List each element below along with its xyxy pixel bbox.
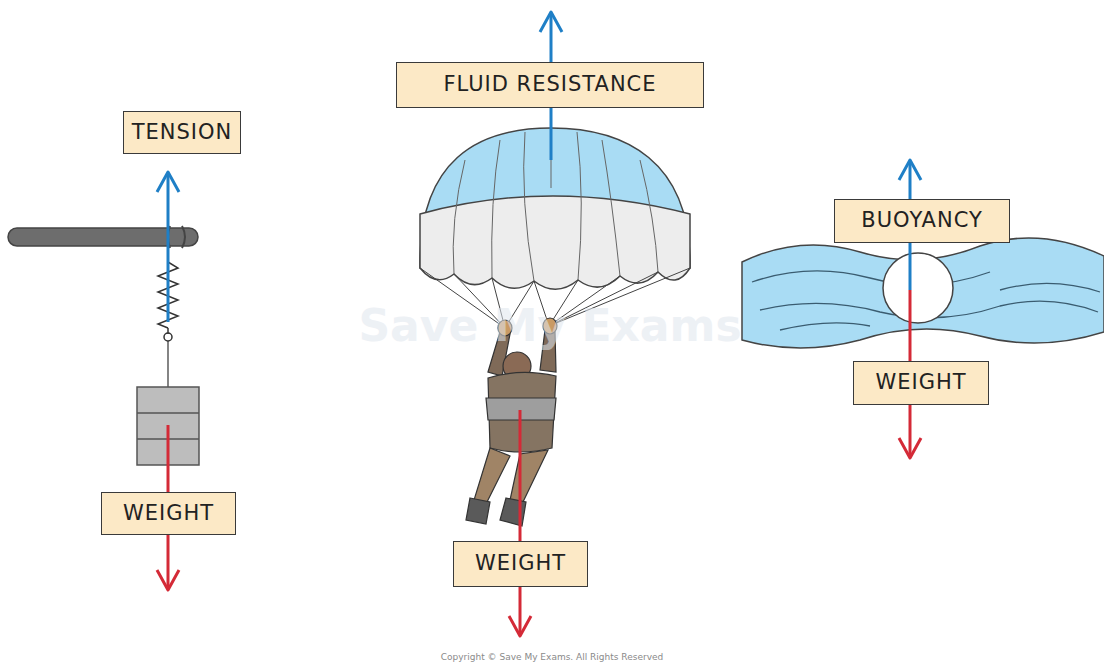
spring-mass (8, 226, 199, 465)
force-label-box: WEIGHT (853, 361, 989, 405)
watermark: Save My Exams (340, 300, 760, 351)
force-label-box: BUOYANCY (834, 199, 1010, 243)
force-label-box: FLUID RESISTANCE (396, 62, 704, 108)
parachute (420, 128, 690, 328)
force-name: FLUID RESISTANCE (443, 73, 656, 96)
force-name: WEIGHT (875, 371, 966, 394)
force-name: WEIGHT (123, 502, 214, 525)
water-ball (742, 238, 1104, 348)
force-name: WEIGHT (475, 552, 566, 575)
force-label-box: WEIGHT (101, 492, 236, 535)
force-label-box: WEIGHT (453, 541, 588, 587)
force-name: TENSION (132, 121, 233, 144)
force-label-box: TENSION (123, 111, 242, 154)
copyright-note: Copyright © Save My Exams. All Rights Re… (352, 652, 752, 662)
force-name: BUOYANCY (861, 209, 983, 232)
